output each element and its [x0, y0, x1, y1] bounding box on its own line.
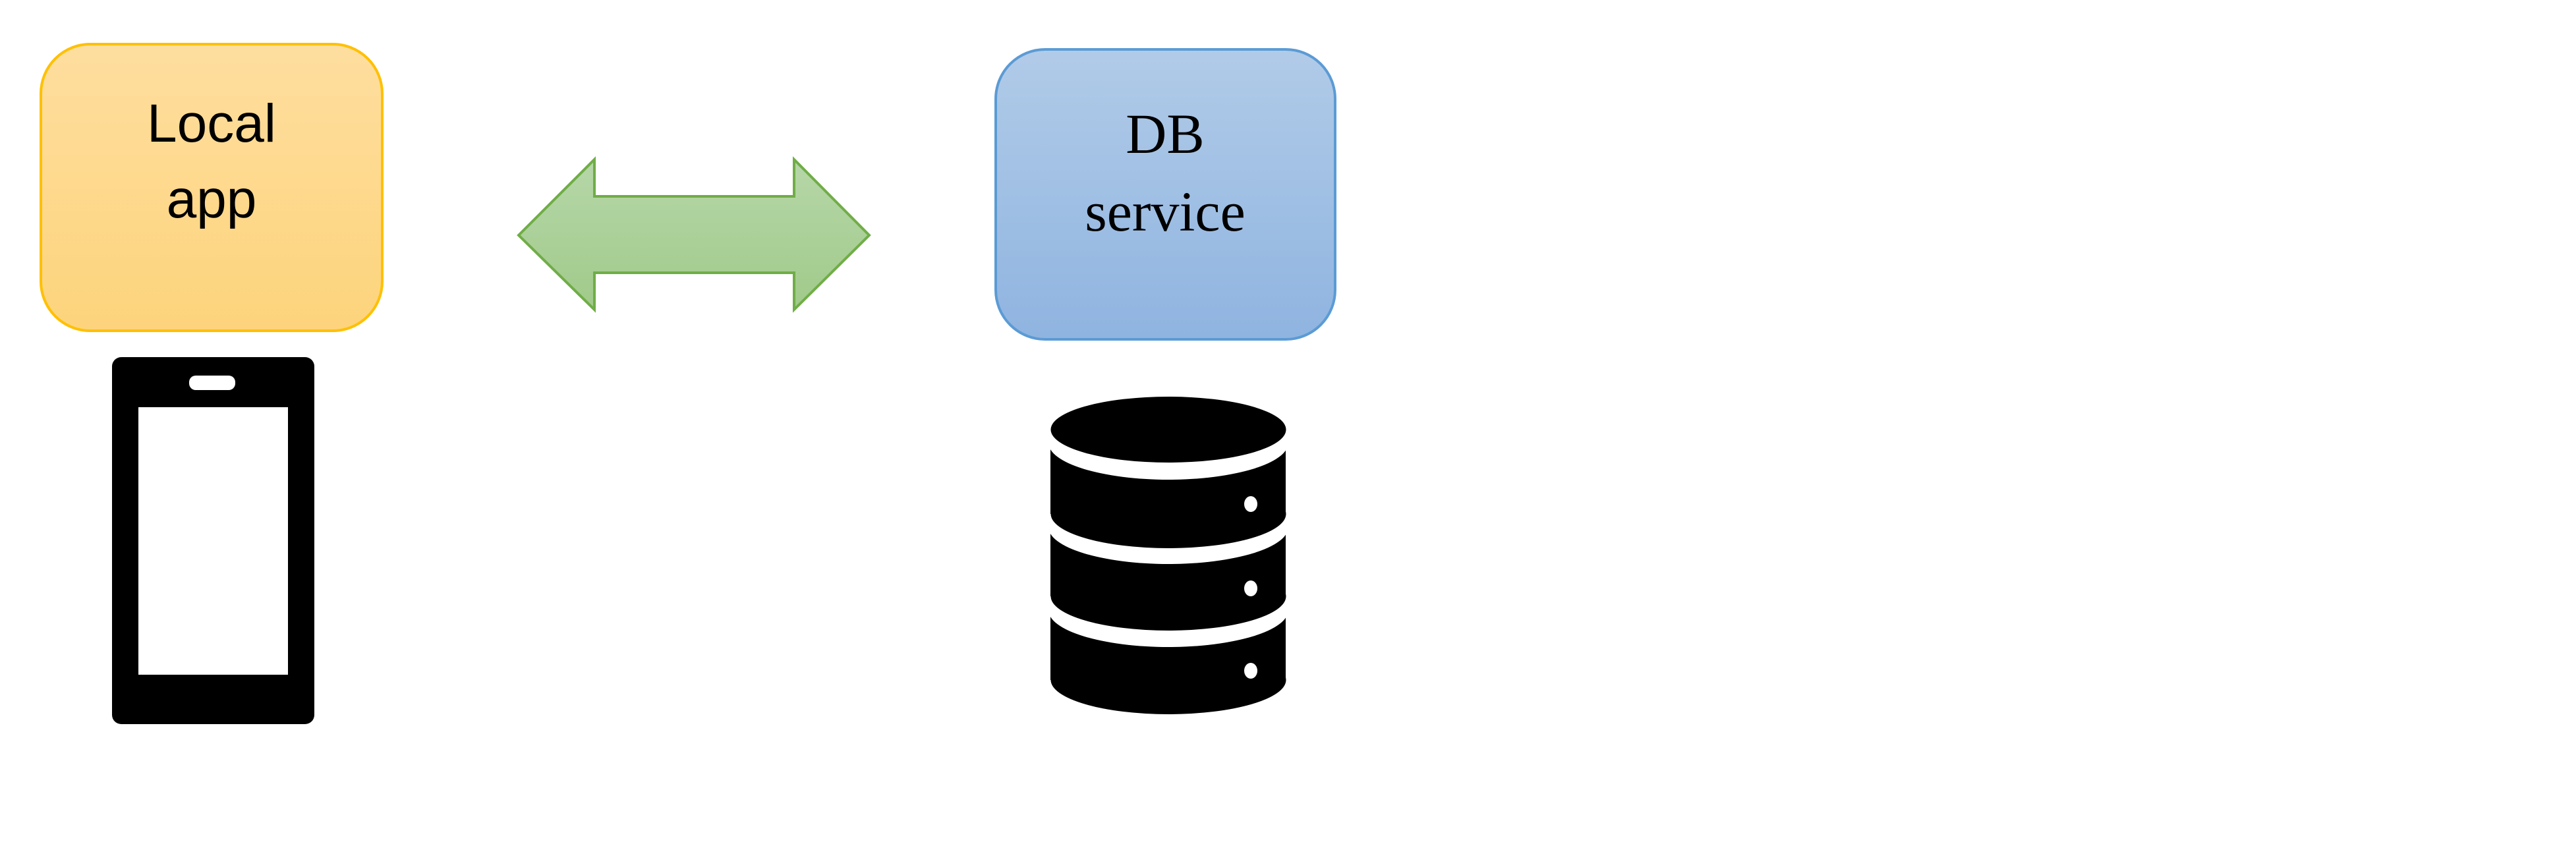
- smartphone-icon: [112, 357, 314, 724]
- database-icon: [1048, 397, 1288, 714]
- db-service-label-line1: DB: [1126, 102, 1204, 165]
- local-app-label-line2: app: [167, 169, 257, 229]
- db-service-node[interactable]: DB service: [994, 48, 1336, 341]
- local-app-label-line1: Local: [147, 94, 276, 154]
- db-service-label-line2: service: [1085, 180, 1245, 243]
- bidirectional-arrow: [517, 156, 871, 313]
- local-app-node[interactable]: Local app: [40, 43, 384, 332]
